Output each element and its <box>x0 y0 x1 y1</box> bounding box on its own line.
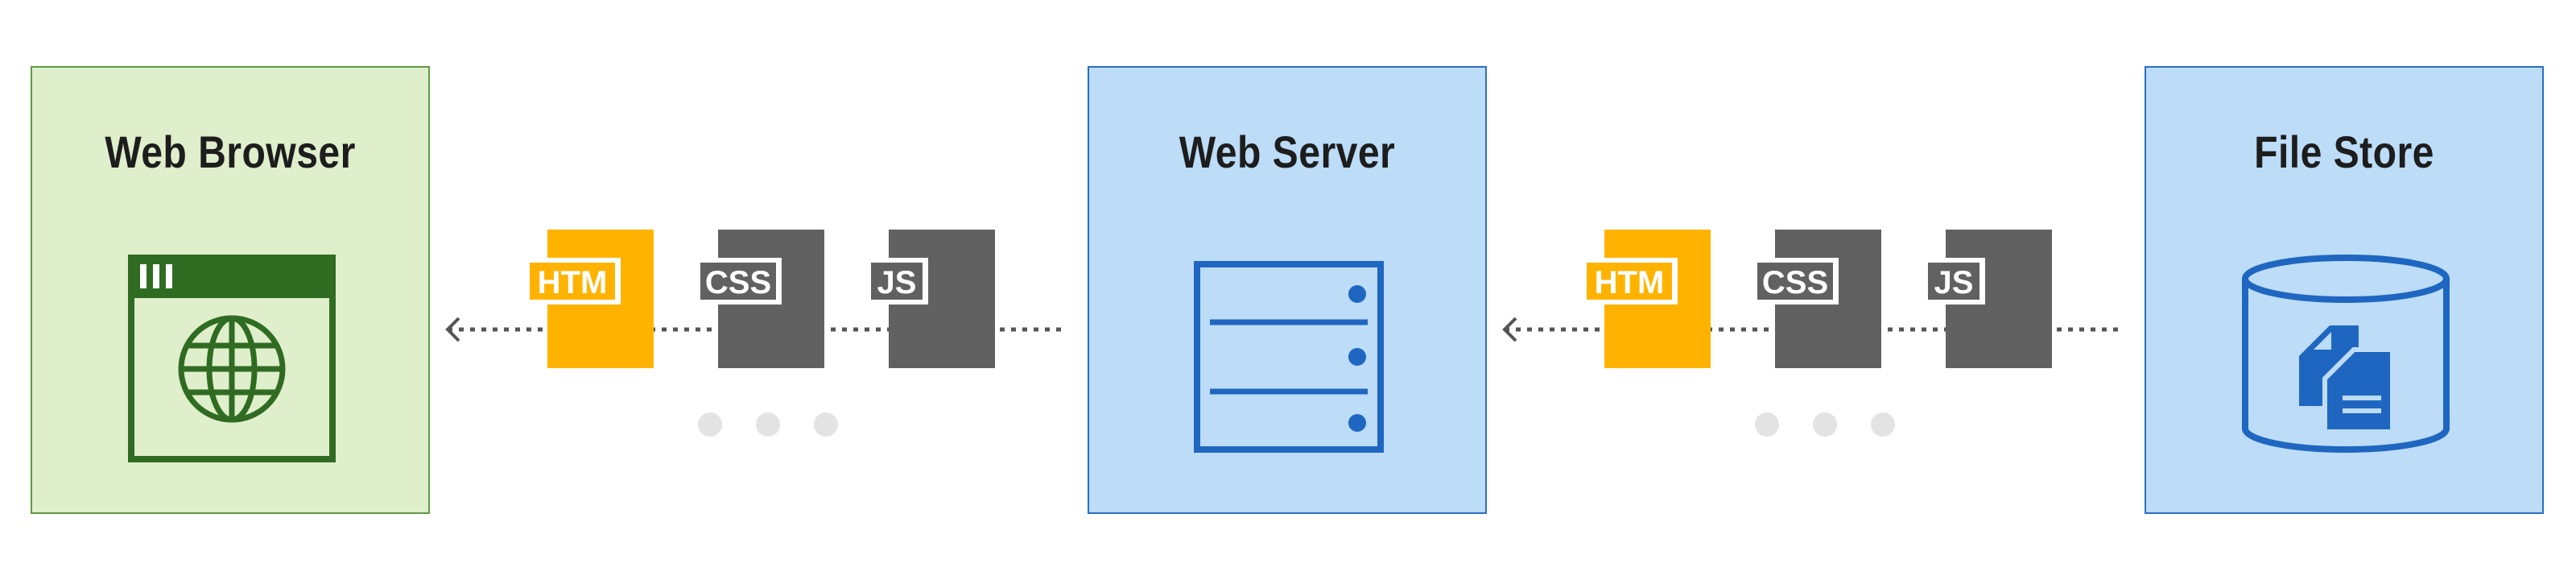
server-rack-icon <box>1194 261 1384 453</box>
browser-globe-icon <box>128 255 336 462</box>
web-server-title: Web Server <box>1179 126 1396 177</box>
web-server-node: Web Server <box>1088 66 1487 514</box>
left-arrow-icon <box>1502 317 1517 342</box>
ellipsis-dot <box>756 412 780 437</box>
file-css: CSS <box>695 230 824 368</box>
web-browser-title: Web Browser <box>105 126 356 177</box>
left-arrow-icon <box>445 317 460 342</box>
file-label-htm: HTM <box>1595 265 1665 300</box>
file-label-htm: HTM <box>538 265 608 300</box>
file-store-node: File Store <box>2145 66 2544 514</box>
file-js: JS <box>1922 230 2052 368</box>
file-htm: HTM <box>524 230 654 368</box>
more-files-ellipsis <box>1755 412 1895 437</box>
ellipsis-dot <box>814 412 838 437</box>
file-label-css: CSS <box>1762 265 1828 300</box>
file-label-js: JS <box>1934 265 1974 300</box>
flow-server-to-browser: HTM CSS JS <box>445 230 1063 368</box>
database-files-icon <box>2242 255 2450 453</box>
file-store-title: File Store <box>2254 126 2434 177</box>
file-htm: HTM <box>1581 230 1711 368</box>
file-label-js: JS <box>877 265 917 300</box>
ellipsis-dot <box>1813 412 1837 437</box>
ellipsis-dot <box>698 412 722 437</box>
ellipsis-dot <box>1871 412 1895 437</box>
web-browser-node: Web Browser <box>31 66 430 514</box>
more-files-ellipsis <box>698 412 838 437</box>
ellipsis-dot <box>1755 412 1779 437</box>
file-js: JS <box>865 230 995 368</box>
file-label-css: CSS <box>705 265 771 300</box>
file-css: CSS <box>1752 230 1881 368</box>
flow-store-to-server: HTM CSS JS <box>1502 230 2120 368</box>
